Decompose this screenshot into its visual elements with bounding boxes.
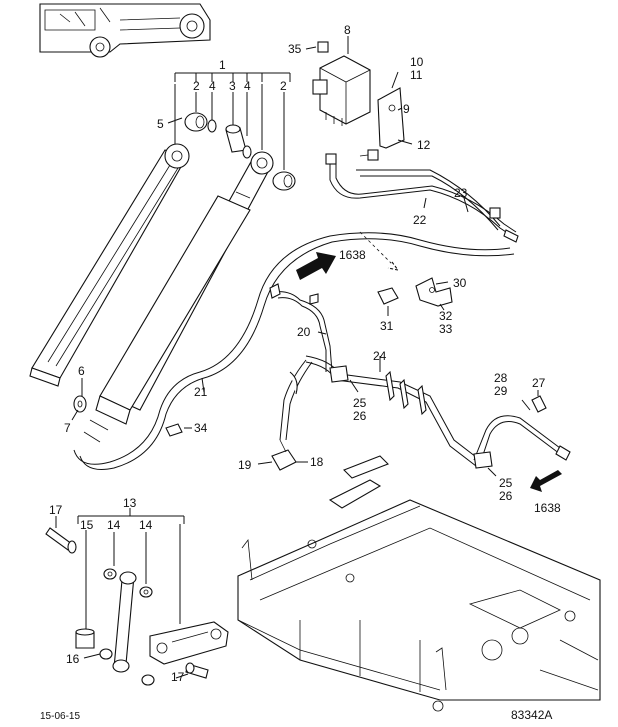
bushing-2-right	[272, 171, 296, 191]
callout-3: 3	[229, 79, 236, 93]
callout-4a: 4	[209, 79, 216, 93]
callout-13: 13	[123, 496, 137, 510]
callout-18: 18	[310, 455, 324, 469]
callout-2b: 2	[280, 79, 287, 93]
clip-34	[165, 423, 192, 437]
callout-30: 30	[453, 276, 467, 290]
callout-23: 23	[454, 186, 468, 200]
callout-8: 8	[344, 23, 351, 37]
callout-28: 28	[494, 371, 508, 385]
callout-7: 7	[64, 421, 71, 435]
pin-17-top	[45, 516, 77, 554]
callout-25a: 25	[353, 396, 367, 410]
callout-15: 15	[80, 518, 94, 532]
valve-block-8	[312, 36, 371, 126]
connector-18-19	[257, 439, 308, 471]
callout-31: 31	[380, 319, 394, 333]
harness-20	[269, 283, 333, 373]
callout-6: 6	[78, 364, 85, 378]
dashed-arrow-head	[387, 261, 400, 271]
chassis-frame	[237, 455, 601, 712]
machine-thumbnail	[39, 3, 211, 58]
callout-5: 5	[157, 117, 164, 131]
ring-4-right	[242, 145, 252, 159]
ring-4-left	[207, 119, 217, 133]
lift-cylinder-left	[29, 143, 190, 387]
callout-9: 9	[403, 102, 410, 116]
callout-4b: 4	[244, 79, 251, 93]
figure-code: 83342A	[511, 708, 552, 722]
callout-32: 32	[439, 309, 453, 323]
callout-2a: 2	[193, 79, 200, 93]
reference-arrow-top	[296, 252, 336, 280]
callout-26a: 26	[353, 409, 367, 423]
plug-35	[305, 41, 329, 53]
footer-date: 15-06-15	[40, 711, 80, 722]
callout-22: 22	[413, 213, 427, 227]
sensor-27	[521, 390, 547, 413]
reference-bottom: 1638	[534, 501, 561, 515]
callout-27: 27	[532, 376, 546, 390]
bushing-2-left	[184, 112, 208, 132]
callout-24: 24	[373, 349, 387, 363]
callout-35: 35	[288, 42, 302, 56]
washer-6-7	[71, 378, 87, 421]
pin-17-bottom	[175, 662, 209, 679]
callout-14a: 14	[107, 518, 121, 532]
callout-20: 20	[297, 325, 311, 339]
callout-12: 12	[417, 138, 431, 152]
bracket-9	[377, 71, 413, 149]
callout-19: 19	[238, 458, 252, 472]
linkage-group	[45, 508, 229, 686]
callout-29: 29	[494, 384, 508, 398]
hose-21	[73, 232, 515, 470]
callout-16: 16	[66, 652, 80, 666]
callout-17b: 17	[171, 670, 185, 684]
reference-arrow-bottom	[530, 470, 562, 492]
hoses-22-23	[325, 153, 519, 243]
lift-cylinder-right	[83, 151, 274, 443]
link-rod	[112, 571, 137, 673]
callout-26b: 26	[499, 489, 513, 503]
callout-34: 34	[194, 421, 208, 435]
bracket-30	[415, 277, 453, 311]
callout-21: 21	[194, 385, 208, 399]
callout-10: 10	[410, 55, 424, 69]
pin-3	[225, 124, 247, 153]
connector-12	[359, 149, 379, 161]
callout-11: 11	[410, 68, 423, 82]
callout-33: 33	[439, 322, 453, 336]
callout-25b: 25	[499, 476, 513, 490]
callout-1: 1	[219, 58, 226, 72]
harness-24	[279, 355, 571, 477]
bracket-13	[149, 621, 229, 665]
reference-top: 1638	[339, 248, 366, 262]
cylinder-group	[29, 72, 296, 443]
callout-17a: 17	[49, 503, 63, 517]
connector-31	[377, 287, 399, 316]
callout-14b: 14	[139, 518, 153, 532]
pin-15	[75, 628, 95, 649]
